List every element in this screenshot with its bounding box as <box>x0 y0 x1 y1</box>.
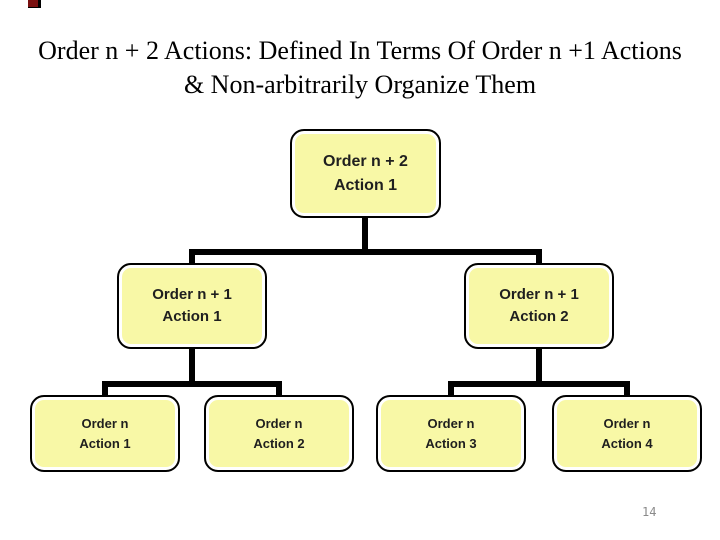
node-subtitle: Action 2 <box>253 435 305 451</box>
node-order-n-plus-1-action-1: Order n + 1 Action 1 <box>117 263 267 349</box>
node-subtitle: Action 2 <box>509 308 569 325</box>
node-title: Order n <box>255 415 303 431</box>
node-subtitle: Action 4 <box>601 435 653 451</box>
node-title: Order n + 1 <box>499 286 579 303</box>
connector-left-branch-drop-2 <box>276 387 282 397</box>
connector-left-branch-hbar <box>102 381 282 387</box>
node-order-n-action-4: Order n Action 4 <box>552 395 702 472</box>
node-title: Order n <box>603 415 651 431</box>
title-line-2: & Non-arbitrarily Organize Them <box>183 70 537 99</box>
title-line-1: Order n + 2 Actions: Defined In Terms Of… <box>38 36 682 65</box>
node-subtitle: Action 3 <box>425 435 477 451</box>
node-title: Order n + 1 <box>152 286 232 303</box>
connector-left-branch-stub <box>189 347 195 383</box>
connector-level1-drop-left <box>189 255 195 265</box>
connector-right-branch-stub <box>536 347 542 383</box>
node-title: Order n <box>427 415 475 431</box>
node-order-n-action-2: Order n Action 2 <box>204 395 354 472</box>
connector-right-branch-drop-2 <box>624 387 630 397</box>
node-order-n-plus-2-action-1: Order n + 2 Action 1 <box>290 129 441 218</box>
connector-right-branch-hbar <box>448 381 630 387</box>
node-title: Order n + 2 <box>323 152 408 170</box>
connector-level1-drop-right <box>536 255 542 265</box>
node-subtitle: Action 1 <box>162 308 222 325</box>
accent-square <box>28 0 41 8</box>
connector-right-branch-drop-1 <box>448 387 454 397</box>
node-subtitle: Action 1 <box>79 435 131 451</box>
node-title: Order n <box>81 415 129 431</box>
node-order-n-action-3: Order n Action 3 <box>376 395 526 472</box>
slide-title: Order n + 2 Actions: Defined In Terms Of… <box>0 34 720 102</box>
node-order-n-plus-1-action-2: Order n + 1 Action 2 <box>464 263 614 349</box>
connector-left-branch-drop-1 <box>102 387 108 397</box>
connector-root-stub <box>362 216 368 252</box>
node-order-n-action-1: Order n Action 1 <box>30 395 180 472</box>
node-subtitle: Action 1 <box>333 176 398 194</box>
page-number: 14 <box>642 505 657 519</box>
connector-level1-hbar <box>189 249 542 255</box>
